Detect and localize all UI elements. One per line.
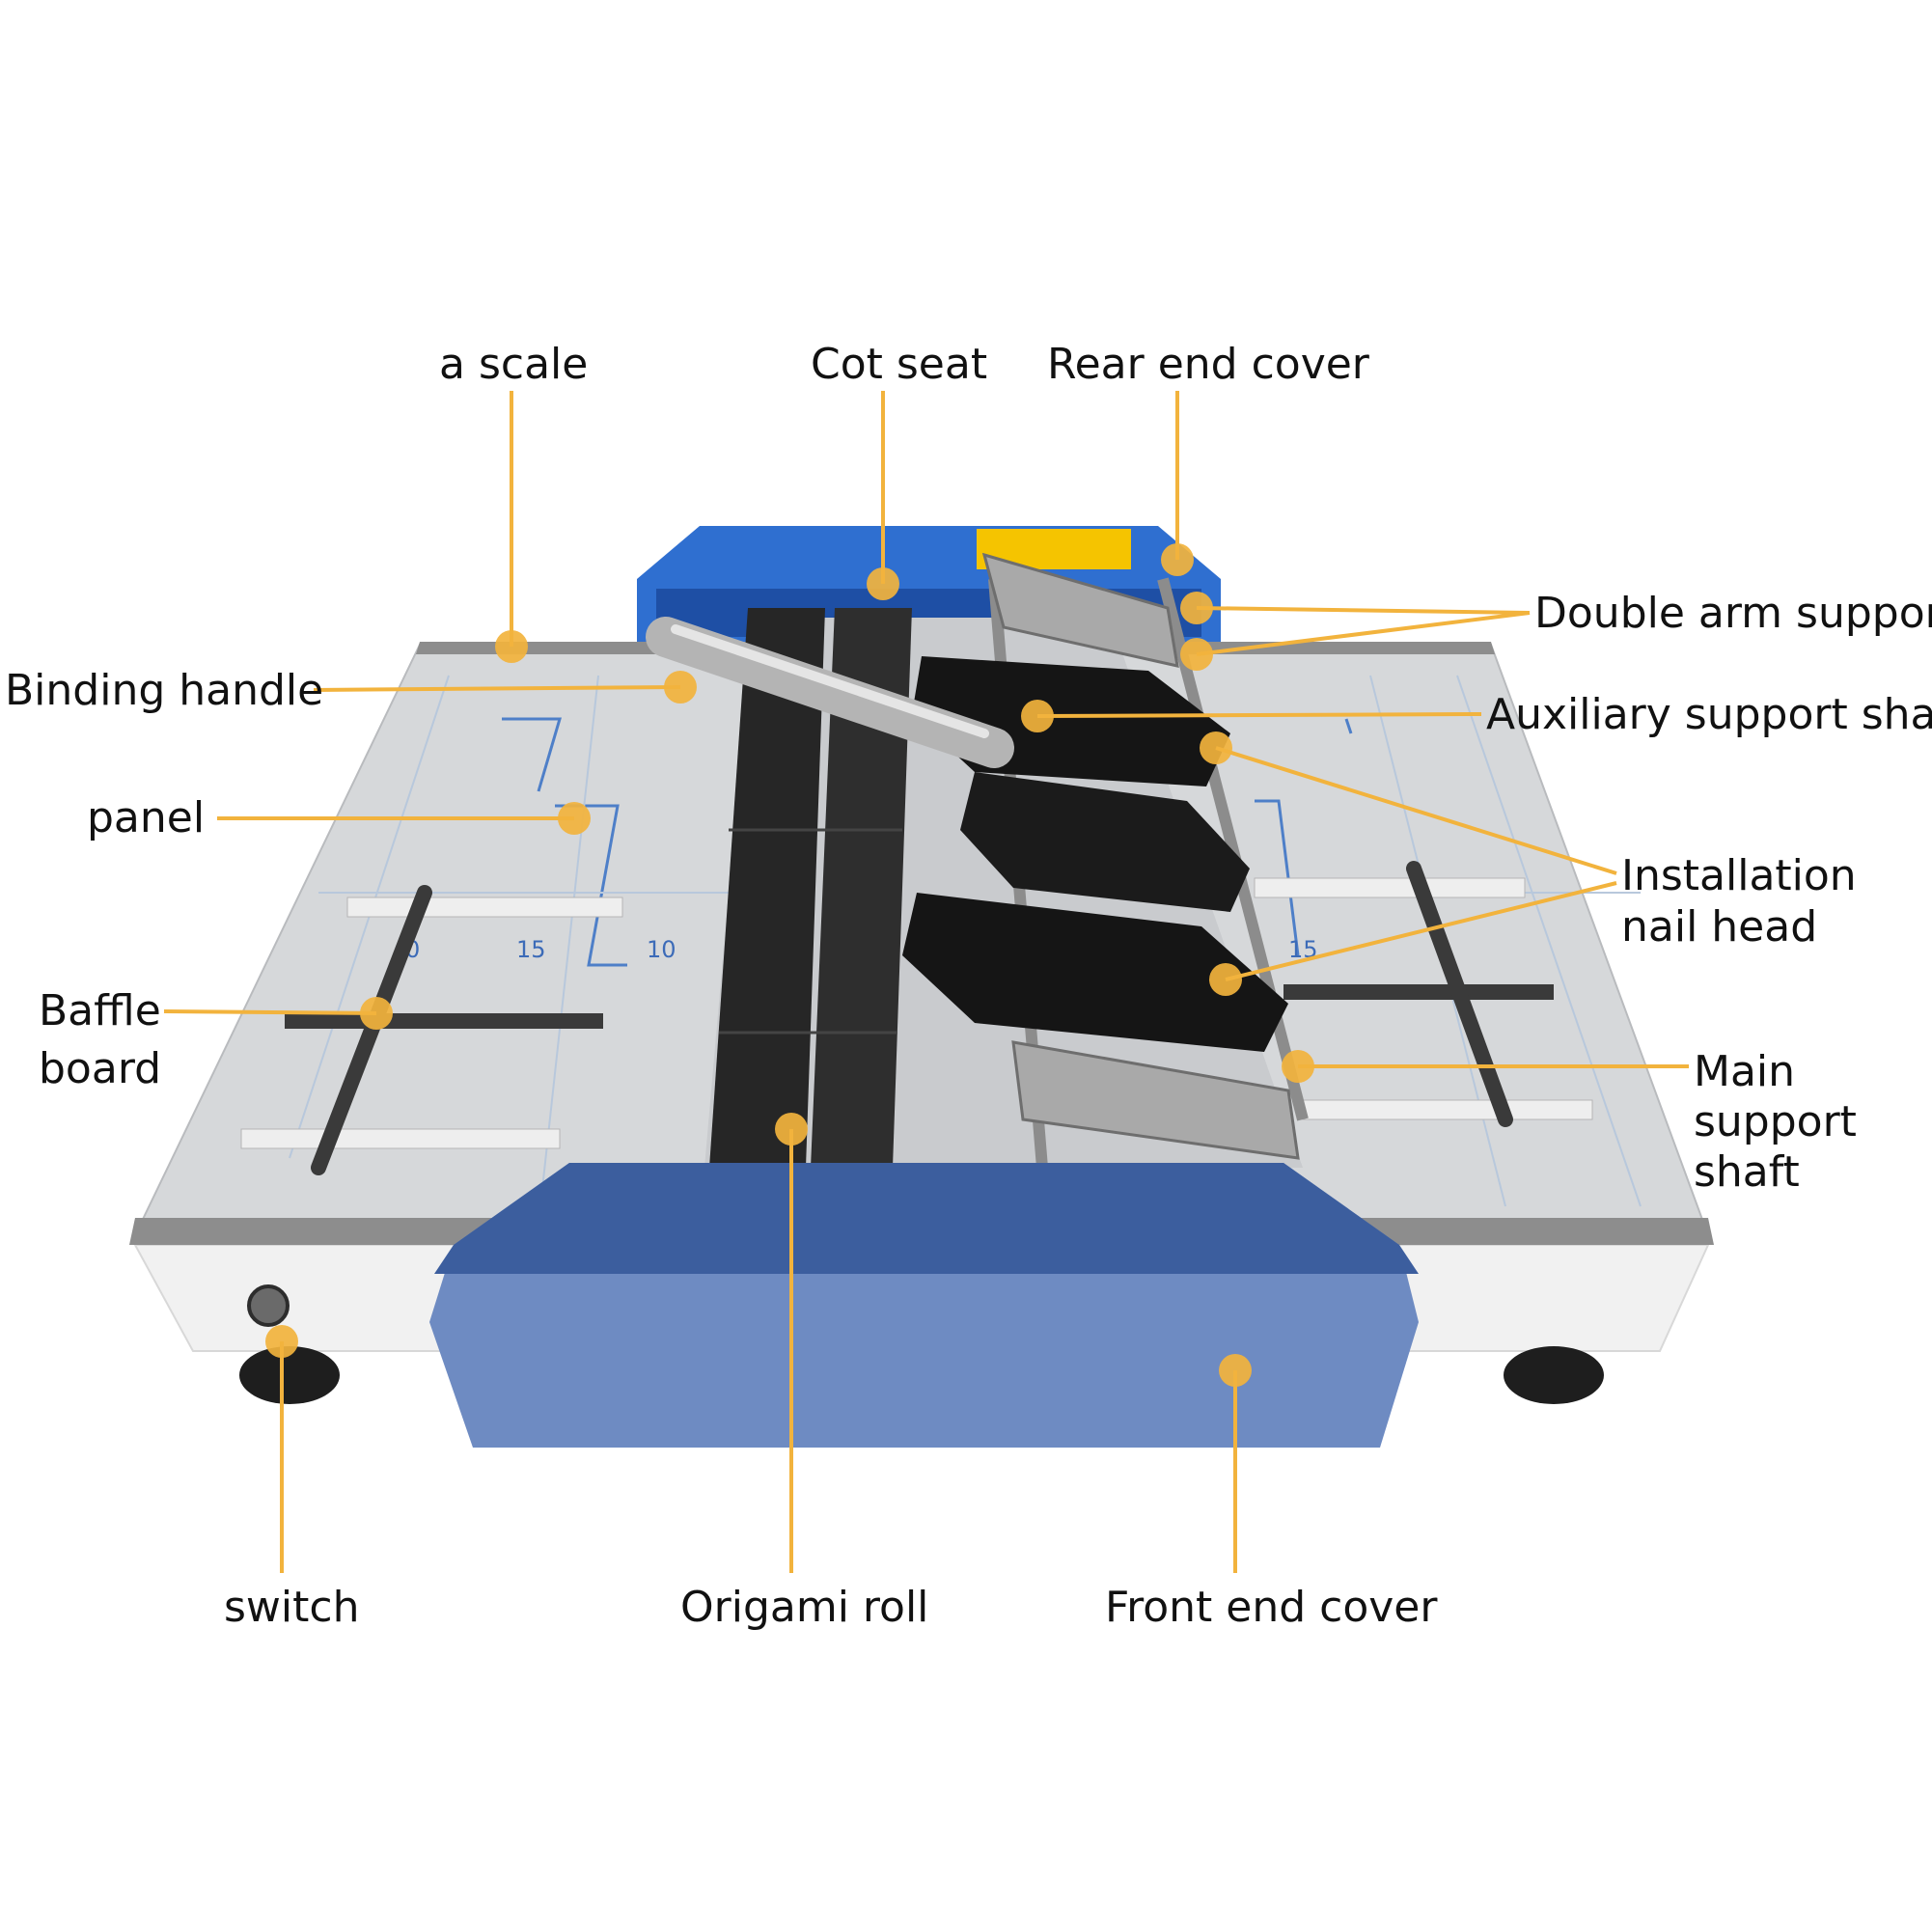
leader-lines [163, 391, 1689, 1573]
label-installation-nail-head-line2: nail head [1621, 902, 1818, 952]
label-main-support-shaft-line2: support [1694, 1097, 1857, 1146]
panel-guide-lines [502, 717, 1353, 967]
anchor-dot-rear-end-cover [1161, 543, 1194, 576]
label-panel: panel [87, 793, 206, 842]
leader-line-installation-nail-head-1 [1215, 746, 1617, 875]
origami-roller-right [811, 608, 912, 1168]
leader-line-binding-handle [313, 685, 681, 692]
foot-left [239, 1346, 340, 1404]
anchor-dot-baffle-board [360, 997, 393, 1030]
label-binding-handle: Binding handle [5, 666, 324, 715]
leader-line-baffle-board [163, 1009, 377, 1015]
label-baffle-board-line1: Baffle [39, 986, 161, 1035]
anchor-dot-cot-seat [867, 567, 899, 600]
anchor-dot-main-support-shaft [1282, 1050, 1314, 1083]
arm-pad-3 [902, 893, 1288, 1052]
label-rear-end-cover: Rear end cover [1047, 340, 1369, 389]
anchor-dot-double-arm-support-upper [1180, 592, 1213, 624]
switch-knob [247, 1284, 290, 1327]
baffle-slot-left-upper [346, 897, 623, 918]
anchor-dot-installation-nail-head-lower [1209, 963, 1242, 996]
arm-bracket-top [981, 552, 1179, 668]
anchor-dot-a-scale [495, 630, 528, 663]
anchor-dot-binding-handle [664, 671, 697, 704]
anchor-dot-origami-roll [775, 1113, 808, 1145]
baffle-slot-right-lower [1302, 1099, 1593, 1120]
baffle-slot-left-lower [240, 1128, 561, 1149]
label-installation-nail-head-line1: Installation [1621, 851, 1857, 900]
anchor-dot-auxiliary-support-shaft [1021, 700, 1054, 732]
anchor-dot-double-arm-support-lower [1180, 638, 1213, 671]
label-main-support-shaft-line1: Main [1694, 1047, 1796, 1096]
label-cot-seat: Cot seat [811, 340, 988, 389]
binding-handle-bar [646, 617, 1014, 768]
anchor-dot-installation-nail-head-upper [1200, 731, 1232, 764]
label-switch: switch [224, 1583, 360, 1632]
baffle-slot-right-mid [1283, 984, 1554, 1000]
anchor-dot-panel [558, 802, 591, 835]
anchor-dot-switch [265, 1325, 298, 1358]
label-auxiliary-support-shaft: Auxiliary support shaft [1486, 690, 1932, 739]
panel-mark-10: 10 [647, 936, 676, 963]
front-end-cover-top [434, 1163, 1419, 1274]
arm-pad-2 [960, 772, 1250, 912]
label-double-arm-support: Double arm support [1534, 589, 1932, 638]
label-main-support-shaft-line3: shaft [1694, 1147, 1800, 1197]
anchor-dot-front-end-cover [1219, 1354, 1252, 1387]
baffle-bar-left [311, 885, 432, 1175]
leader-line-double-arm-support-1 [1196, 606, 1531, 615]
leader-line-installation-nail-head-2 [1225, 881, 1617, 981]
foot-right [1504, 1346, 1604, 1404]
origami-roller-left [709, 608, 825, 1168]
arm-bracket-bottom [1011, 1040, 1300, 1160]
baffle-bar-right [1406, 861, 1513, 1127]
roller-grooves [719, 828, 902, 1035]
leader-line-auxiliary-support-shaft [1036, 712, 1482, 718]
label-origami-roll: Origami roll [680, 1583, 929, 1632]
main-support-shaft-right [1157, 577, 1309, 1121]
label-front-end-cover: Front end cover [1105, 1583, 1438, 1632]
label-baffle-board-line2: board [39, 1044, 162, 1093]
baffle-slot-left-mid [285, 1013, 603, 1029]
baffle-slot-right-upper [1254, 877, 1526, 898]
leader-line-double-arm-support-2 [1196, 611, 1531, 656]
label-a-scale: a scale [439, 340, 589, 389]
binding-handle-highlight [671, 624, 989, 738]
panel-mark-15: 15 [516, 936, 546, 963]
